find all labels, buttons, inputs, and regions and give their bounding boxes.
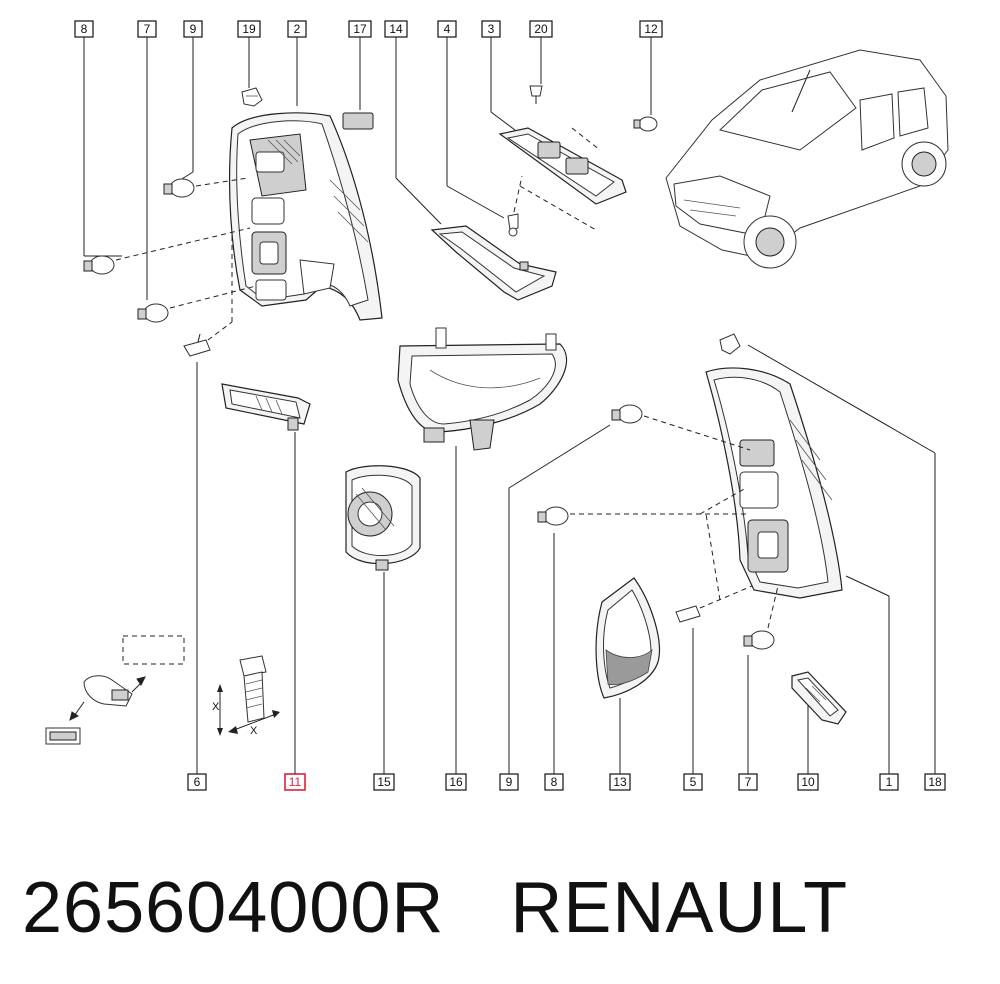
right-tail-lamp-part-1 bbox=[705, 367, 843, 599]
svg-text:17: 17 bbox=[353, 22, 367, 36]
svg-text:2: 2 bbox=[294, 22, 301, 36]
vehicle-illustration bbox=[665, 49, 949, 269]
svg-text:20: 20 bbox=[534, 22, 548, 36]
exploded-parts-diagram: 8 7 9 19 2 17 14 4 3 20 12 6 11 15 16 9 … bbox=[45, 20, 949, 791]
svg-text:15: 15 bbox=[377, 775, 391, 789]
callout-bottom-7: 7 bbox=[738, 773, 758, 791]
svg-text:8: 8 bbox=[81, 22, 88, 36]
callout-top-14: 14 bbox=[384, 20, 408, 38]
clip-part-18 bbox=[719, 333, 741, 355]
license-lamp-part-11 bbox=[221, 383, 311, 431]
bulb-part-12 bbox=[633, 116, 658, 132]
screw-part-6 bbox=[183, 232, 233, 357]
pad-part-17 bbox=[342, 112, 374, 130]
side-repeater-part-10 bbox=[791, 671, 847, 725]
callout-bottom-18: 18 bbox=[924, 773, 946, 791]
bulb-detail-inset bbox=[45, 635, 185, 745]
callout-bottom-6: 6 bbox=[187, 773, 207, 791]
leader-lines-bottom bbox=[196, 344, 936, 774]
callout-top-2: 2 bbox=[287, 20, 307, 38]
left-tail-lamp-part-2 bbox=[228, 112, 383, 321]
callout-top-12: 12 bbox=[639, 20, 663, 38]
bulb-part-8-right bbox=[537, 487, 747, 526]
part-number: 265604000R bbox=[22, 868, 445, 948]
brand-name: RENAULT bbox=[510, 868, 849, 948]
callout-top-17: 17 bbox=[348, 20, 372, 38]
callout-top-7: 7 bbox=[137, 20, 157, 38]
svg-text:6: 6 bbox=[194, 775, 201, 789]
svg-text:13: 13 bbox=[613, 775, 627, 789]
bulb-part-9-left bbox=[163, 177, 249, 198]
fog-lamp-part-15 bbox=[345, 465, 421, 571]
svg-text:10: 10 bbox=[801, 775, 815, 789]
callout-bottom-11: 11 bbox=[284, 773, 306, 791]
callout-top-9: 9 bbox=[183, 20, 203, 38]
screw-part-5 bbox=[675, 513, 753, 623]
screw-part-4 bbox=[507, 175, 523, 237]
high-brake-lamp-part-3 bbox=[498, 127, 627, 231]
trim-part-14 bbox=[430, 225, 557, 301]
callout-bottom-13: 13 bbox=[609, 773, 631, 791]
svg-text:4: 4 bbox=[444, 22, 451, 36]
svg-text:7: 7 bbox=[745, 775, 752, 789]
callout-top-4: 4 bbox=[437, 20, 457, 38]
svg-text:9: 9 bbox=[506, 775, 513, 789]
headlamp-part-16 bbox=[397, 327, 567, 451]
svg-text:9: 9 bbox=[190, 22, 197, 36]
svg-text:12: 12 bbox=[644, 22, 658, 36]
callout-top-19: 19 bbox=[237, 20, 261, 38]
callout-bottom-16: 16 bbox=[445, 773, 467, 791]
callout-bottom-10: 10 bbox=[797, 773, 819, 791]
bulb-part-7-right bbox=[743, 585, 779, 650]
callout-top-8: 8 bbox=[74, 20, 94, 38]
svg-text:16: 16 bbox=[449, 775, 463, 789]
clip-part-19 bbox=[241, 87, 263, 107]
dimension-label-x-horizontal: X bbox=[250, 725, 258, 737]
svg-text:11: 11 bbox=[289, 775, 302, 789]
svg-text:8: 8 bbox=[551, 775, 558, 789]
indicator-housing-part-13 bbox=[595, 577, 660, 699]
svg-text:3: 3 bbox=[488, 22, 495, 36]
callout-bottom-1: 1 bbox=[879, 773, 899, 791]
callout-bottom-8: 8 bbox=[544, 773, 564, 791]
svg-text:5: 5 bbox=[690, 775, 697, 789]
screw-dimension-detail: X X bbox=[212, 655, 280, 737]
callout-bottom-5: 5 bbox=[683, 773, 703, 791]
callout-top-20: 20 bbox=[529, 20, 553, 38]
bulb-part-8-left bbox=[83, 227, 251, 275]
svg-text:7: 7 bbox=[144, 22, 151, 36]
callout-top-3: 3 bbox=[481, 20, 501, 38]
svg-text:18: 18 bbox=[928, 775, 942, 789]
leader-lines-top bbox=[83, 37, 652, 300]
svg-text:19: 19 bbox=[242, 22, 256, 36]
callout-bottom-15: 15 bbox=[373, 773, 395, 791]
bulb-part-7-left bbox=[137, 285, 257, 323]
dimension-label-x-vertical: X bbox=[212, 701, 220, 713]
callout-bottom-9: 9 bbox=[499, 773, 519, 791]
bulb-part-9-right bbox=[611, 404, 751, 451]
svg-text:1: 1 bbox=[886, 775, 893, 789]
part-caption: 265604000R RENAULT bbox=[22, 858, 982, 958]
svg-text:14: 14 bbox=[389, 22, 403, 36]
screw-part-20 bbox=[529, 85, 543, 104]
